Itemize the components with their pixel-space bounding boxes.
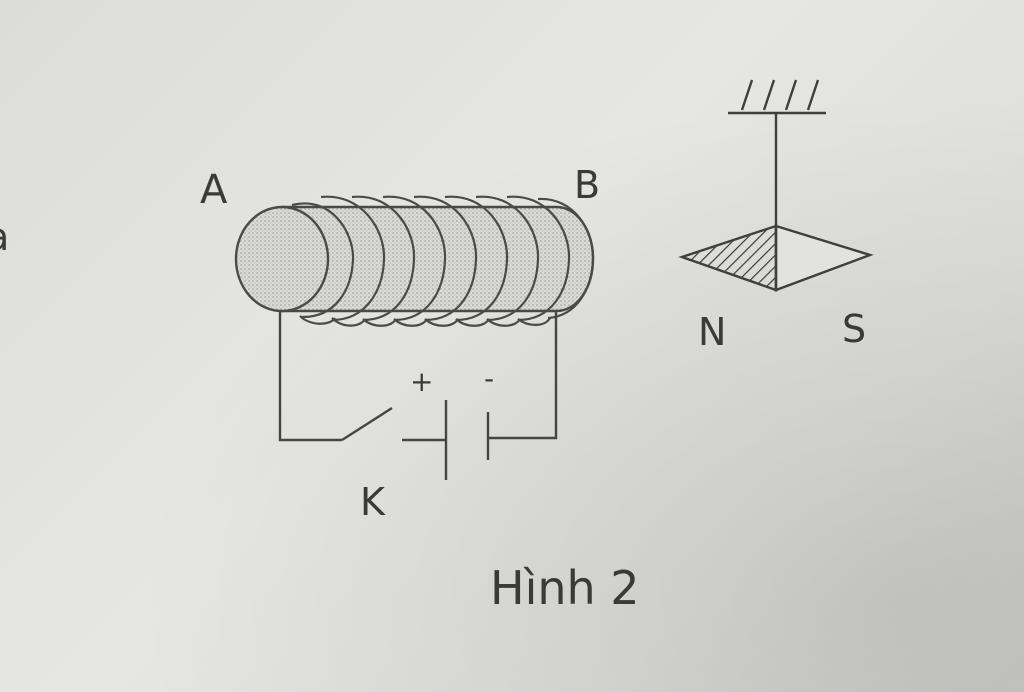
coil-turn xyxy=(537,197,595,320)
coil-windings xyxy=(291,195,595,327)
coil-loop xyxy=(455,318,490,327)
coil-turn xyxy=(382,195,447,322)
wire-right xyxy=(488,311,558,440)
coil-loop xyxy=(486,318,521,327)
label-end-b: B xyxy=(574,163,600,207)
magnetic-needle-assembly xyxy=(678,79,874,292)
coil-turn xyxy=(413,195,478,322)
needle-n-half xyxy=(678,224,778,292)
label-plus: + xyxy=(410,365,433,398)
label-pole-n: N xyxy=(698,310,726,354)
solenoid-end-face-a xyxy=(234,205,330,313)
label-minus: - xyxy=(484,362,494,395)
needle-s-half xyxy=(774,224,874,292)
coil-loop xyxy=(331,317,366,327)
coil-loop xyxy=(393,318,428,327)
coil-loop xyxy=(362,318,397,327)
coil-turn xyxy=(320,195,386,322)
coil-turn xyxy=(291,202,355,319)
coil-turn xyxy=(351,195,416,322)
label-pole-s: S xyxy=(842,307,866,351)
coil-turn xyxy=(475,195,540,322)
coil-turn xyxy=(444,195,509,322)
coil-loop xyxy=(517,317,551,326)
coil-turn xyxy=(506,195,571,322)
circuit xyxy=(278,311,558,480)
coil-loop xyxy=(424,318,459,327)
ceiling-hatch xyxy=(740,79,820,111)
label-switch-k: K xyxy=(360,480,386,524)
label-end-a: A xyxy=(200,167,228,213)
solenoid xyxy=(234,195,595,327)
edge-text-fragment: a xyxy=(0,215,9,259)
switch-k xyxy=(341,406,393,442)
wire-left xyxy=(278,312,342,442)
figure-caption: Hình 2 xyxy=(490,561,640,615)
